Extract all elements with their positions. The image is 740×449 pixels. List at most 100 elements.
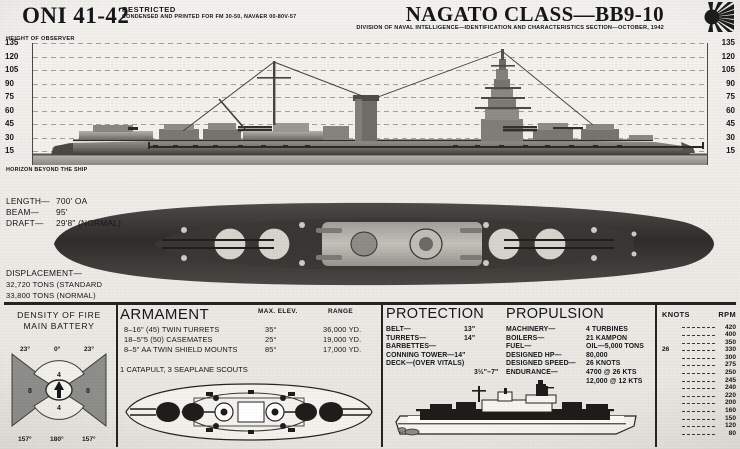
propulsion-value: 80,000 bbox=[586, 351, 608, 359]
knots-column-header: KNOTS bbox=[662, 310, 690, 319]
axis-tick: 75 bbox=[726, 92, 735, 101]
rpm-value: 275 bbox=[724, 361, 736, 369]
dimension-label: DRAFT— bbox=[6, 218, 44, 228]
protection-key: BELT— bbox=[386, 326, 411, 333]
axis-tick: 135 bbox=[721, 38, 735, 47]
rpm-row: 350 bbox=[660, 339, 738, 347]
propulsion-title: PROPULSION bbox=[506, 306, 605, 322]
displacement-standard: 32,720 TONS (STANDARD bbox=[6, 280, 103, 289]
rpm-row: 80 bbox=[660, 430, 738, 438]
publication-number: ONI 41-42 bbox=[22, 3, 130, 28]
classification-label: RESTRICTED bbox=[122, 5, 176, 14]
protection-value: 13" bbox=[464, 326, 476, 333]
axis-tick: 90 bbox=[5, 78, 14, 88]
protection-row: BARBETTES— bbox=[386, 343, 508, 352]
bow-direction-arrow-icon bbox=[54, 381, 64, 398]
armament-row: 8–5" AA TWIN SHIELD MOUNTS 85° 17,000 YD… bbox=[120, 345, 376, 355]
armament-elev: 85° bbox=[265, 345, 277, 354]
rpm-value: 80 bbox=[728, 429, 736, 437]
armament-range: 36,000 YD. bbox=[323, 325, 362, 334]
rpm-row: 220 bbox=[660, 392, 738, 400]
propulsion-value: 4700 @ 26 KTS bbox=[586, 368, 637, 376]
profile-height-chart: HEIGHT OF OBSERVER bbox=[0, 35, 740, 174]
armament-range: 19,000 YD. bbox=[323, 335, 362, 344]
rpm-value: 150 bbox=[724, 414, 736, 422]
axis-tick: 105 bbox=[721, 65, 735, 74]
axis-tick: 120 bbox=[5, 51, 19, 61]
rpm-value: 120 bbox=[724, 422, 736, 430]
height-axis-left: 135 120 105 90 75 60 45 30 15 bbox=[2, 39, 33, 165]
rpm-row: 400 bbox=[660, 331, 738, 340]
rpm-value: 350 bbox=[724, 338, 736, 346]
length-scale-bar bbox=[148, 142, 704, 149]
displacement-normal: 33,800 TONS (NORMAL) bbox=[6, 291, 96, 300]
rpm-column-header: RPM bbox=[718, 310, 736, 319]
dimension-value: 29'8" (NORMAL) bbox=[56, 218, 122, 228]
knots-value: 26 bbox=[662, 346, 670, 354]
armament-elev: 35° bbox=[265, 325, 277, 334]
armament-range: 17,000 YD. bbox=[323, 345, 362, 354]
height-of-observer-label: HEIGHT OF OBSERVER bbox=[6, 35, 75, 42]
panel-divider bbox=[381, 302, 383, 447]
axis-tick: 90 bbox=[726, 78, 735, 88]
dimension-value: 95' bbox=[56, 207, 68, 217]
propulsion-value: OIL—5,000 TONS bbox=[586, 343, 644, 351]
svg-text:8: 8 bbox=[86, 388, 90, 395]
sheet-header: ONI 41-42 RESTRICTED CONDENSED AND PRINT… bbox=[0, 0, 740, 34]
battleship-profile-side-view bbox=[33, 49, 707, 165]
rpm-row: 120 bbox=[660, 422, 738, 431]
rpm-value: 250 bbox=[724, 369, 736, 377]
fire-angle-top-center: 0° bbox=[54, 346, 61, 353]
battleship-armor-side-elevation-diagram bbox=[395, 380, 637, 436]
axis-tick: 60 bbox=[5, 105, 14, 115]
dimension-label: LENGTH— bbox=[6, 196, 50, 206]
dimensions-block: LENGTH—700' OA BEAM—95' DRAFT—29'8" (NOR… bbox=[6, 196, 121, 229]
propulsion-row: ENDURANCE— 4700 @ 26 KTS bbox=[506, 369, 656, 378]
propulsion-value: 26 KNOTS bbox=[586, 360, 621, 368]
rpm-row: 160 bbox=[660, 407, 738, 416]
propulsion-row: MACHINERY— 4 TURBINES bbox=[506, 326, 656, 335]
rpm-row: 300 bbox=[660, 354, 738, 362]
propulsion-value: 21 KAMPON bbox=[586, 334, 628, 342]
axis-tick: 135 bbox=[5, 38, 19, 47]
height-grid bbox=[33, 43, 707, 165]
propulsion-value: 12,000 @ 12 KTS bbox=[586, 377, 643, 385]
fire-angle-bottom-center: 180° bbox=[50, 436, 64, 443]
rpm-value: 400 bbox=[724, 331, 736, 339]
dimension-row: LENGTH— 700' OA bbox=[6, 196, 121, 207]
fire-angle-bottom-left: 157° bbox=[18, 436, 32, 443]
axis-tick: 15 bbox=[726, 146, 735, 155]
protection-row: DECK—(OVER VITALS) bbox=[386, 360, 508, 369]
armament-col-elevation: MAX. ELEV. bbox=[258, 308, 298, 315]
rpm-value: 240 bbox=[724, 384, 736, 392]
rpm-row: 150 bbox=[660, 415, 738, 423]
axis-tick: 45 bbox=[5, 119, 14, 128]
protection-row: TURRETS— 14" bbox=[386, 335, 508, 344]
rpm-row: 250 bbox=[660, 369, 738, 378]
dimension-value: 700' OA bbox=[56, 196, 88, 206]
rpm-row: 420 bbox=[660, 324, 738, 332]
propulsion-row: BOILERS— 21 KAMPON bbox=[506, 335, 656, 344]
svg-text:4: 4 bbox=[57, 372, 61, 379]
propulsion-row: DESIGNED SPEED— 26 KNOTS bbox=[506, 360, 656, 369]
axis-tick: 105 bbox=[5, 65, 19, 74]
rpm-value: 160 bbox=[724, 407, 736, 415]
armament-row: 8–16" (45) TWIN TURRETS 35° 36,000 YD. bbox=[120, 325, 376, 335]
propulsion-row: 12,000 @ 12 KTS bbox=[506, 378, 656, 387]
propulsion-panel: PROPULSION MACHINERY— 4 TURBINES BOILERS… bbox=[506, 306, 656, 386]
armament-elev: 25° bbox=[265, 335, 277, 344]
rpm-value: 245 bbox=[724, 376, 736, 384]
axis-tick: 60 bbox=[726, 105, 735, 115]
rpm-value: 300 bbox=[724, 353, 736, 361]
propulsion-key: DESIGNED SPEED— bbox=[506, 360, 576, 368]
protection-panel: PROTECTION BELT— 13" TURRETS— 14" BARBET… bbox=[386, 306, 508, 378]
fire-angle-bottom-right: 157° bbox=[82, 436, 96, 443]
battleship-plan-turret-arcs-diagram bbox=[125, 383, 373, 441]
propulsion-row: DESIGNED HP— 80,000 bbox=[506, 352, 656, 361]
armament-panel: ARMAMENT MAX. ELEV. RANGE 8–16" (45) TWI… bbox=[120, 306, 376, 376]
displacement-title: DISPLACEMENT— bbox=[6, 268, 83, 278]
axis-tick: 120 bbox=[721, 51, 735, 61]
axis-tick: 45 bbox=[726, 119, 735, 128]
